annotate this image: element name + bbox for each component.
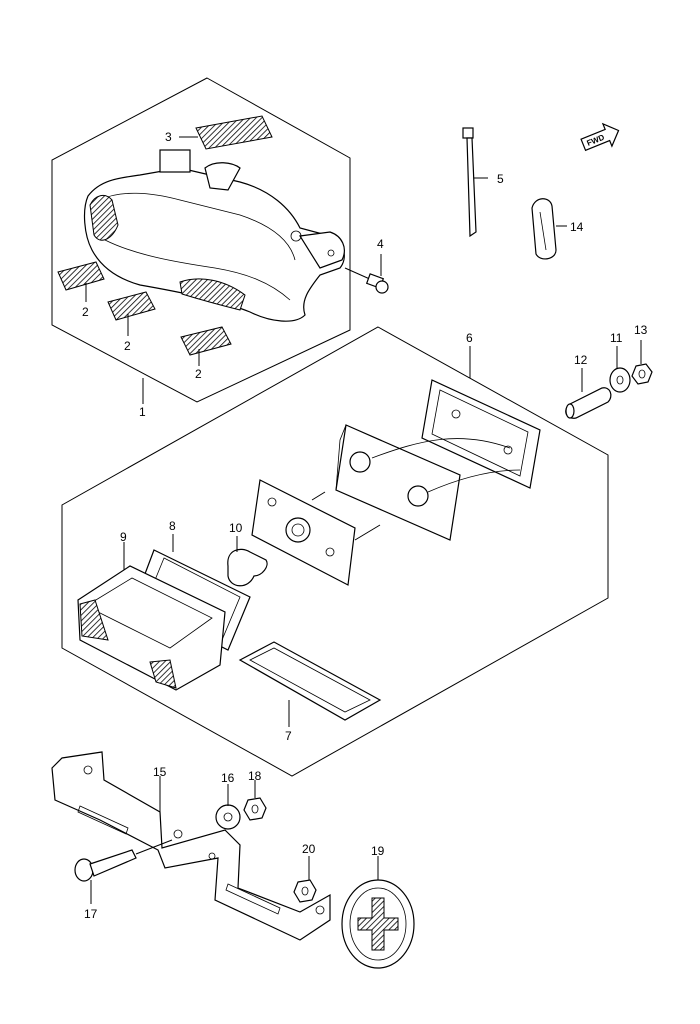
callout-20: 20 <box>302 842 316 856</box>
spacer-12[interactable] <box>565 387 612 419</box>
nut-18[interactable] <box>243 797 267 821</box>
reflector-pad-3[interactable] <box>195 115 273 150</box>
bulb-10[interactable] <box>227 548 268 587</box>
cable-tie-5[interactable] <box>462 127 477 238</box>
callout-11: 11 <box>610 331 623 345</box>
callout-19: 19 <box>371 844 385 858</box>
reflector-19[interactable] <box>341 879 415 969</box>
callout-7: 7 <box>285 729 292 743</box>
callout-6: 6 <box>466 331 473 345</box>
callout-1: 1 <box>139 405 146 419</box>
callout-2a: 2 <box>82 305 89 319</box>
callout-14: 14 <box>570 220 584 234</box>
reflector-pad-2b[interactable] <box>107 291 156 321</box>
plate-7[interactable] <box>238 641 382 721</box>
gasket-6[interactable] <box>421 379 541 489</box>
callout-labels: 3 2 2 2 1 4 5 14 6 7 8 9 10 11 12 13 15 … <box>82 130 648 921</box>
reflector-pad-2a[interactable] <box>57 261 105 291</box>
bolt-17[interactable] <box>74 839 173 882</box>
socket-plate[interactable] <box>251 479 381 586</box>
tail-lamp-assembly[interactable] <box>83 149 345 322</box>
callout-9: 9 <box>120 530 127 544</box>
washer-11[interactable] <box>609 367 631 393</box>
screw-4[interactable] <box>344 267 389 294</box>
callout-10: 10 <box>229 521 243 535</box>
callout-17: 17 <box>84 907 98 921</box>
callout-13: 13 <box>634 323 648 337</box>
leader-lines <box>85 136 642 904</box>
callout-2b: 2 <box>124 339 131 353</box>
callout-5: 5 <box>497 172 504 186</box>
callout-16: 16 <box>221 771 235 785</box>
nut-13[interactable] <box>631 363 653 385</box>
washer-16[interactable] <box>215 804 241 830</box>
tail-lamp-group-frame <box>51 77 351 403</box>
lens-9[interactable] <box>77 565 226 691</box>
clamp-14[interactable] <box>531 198 557 260</box>
forward-arrow-icon: FWD <box>580 122 620 152</box>
callout-18: 18 <box>248 769 262 783</box>
callout-12: 12 <box>574 353 588 367</box>
callout-2c: 2 <box>195 367 202 381</box>
reflector-pad-2c[interactable] <box>180 326 232 356</box>
license-lamp-group-frame <box>61 326 609 777</box>
callout-3: 3 <box>165 130 172 144</box>
bracket-15[interactable] <box>51 751 331 941</box>
lamp-housing-block[interactable] <box>335 424 521 541</box>
callout-15: 15 <box>153 765 167 779</box>
callout-4: 4 <box>377 237 384 251</box>
callout-8: 8 <box>169 519 176 533</box>
nut-20[interactable] <box>293 879 317 903</box>
